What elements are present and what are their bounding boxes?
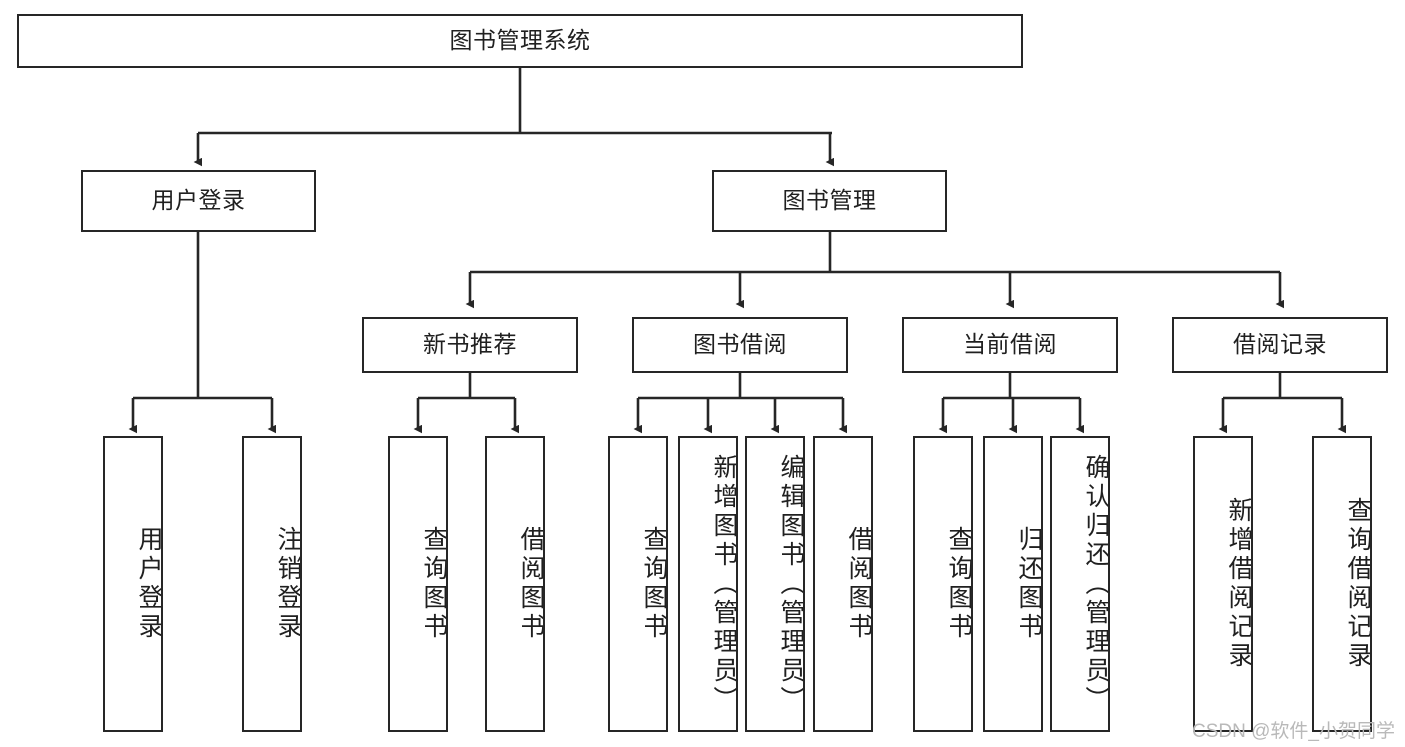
node-label: 当前借阅 (963, 331, 1057, 358)
node-label: 查询图书 (640, 526, 668, 642)
node-label: 新增借阅记录 (1225, 497, 1253, 671)
node-label: 编辑图书（管理员） (777, 453, 805, 715)
leaf-user-login-signin[interactable]: 用户登录 (103, 436, 163, 732)
node-user-login[interactable]: 用户登录 (81, 170, 316, 232)
leaf-new-book-borrow-book[interactable]: 借阅图书 (485, 436, 545, 732)
node-label: 查询借阅记录 (1344, 497, 1372, 671)
node-label: 新书推荐 (423, 331, 517, 358)
leaf-current-query-book[interactable]: 查询图书 (913, 436, 973, 732)
node-label: 借阅图书 (845, 526, 873, 642)
leaf-record-query-record[interactable]: 查询借阅记录 (1312, 436, 1372, 732)
node-label: 查询图书 (420, 526, 448, 642)
node-label: 归还图书 (1015, 526, 1043, 642)
node-label: 确认归还（管理员） (1082, 453, 1110, 715)
node-label: 借阅记录 (1233, 331, 1327, 358)
leaf-borrow-borrow-book[interactable]: 借阅图书 (813, 436, 873, 732)
node-new-book-recommendation[interactable]: 新书推荐 (362, 317, 578, 373)
leaf-borrow-query-book[interactable]: 查询图书 (608, 436, 668, 732)
leaf-current-confirm-return-admin[interactable]: 确认归还（管理员） (1050, 436, 1110, 732)
leaf-new-book-query-book[interactable]: 查询图书 (388, 436, 448, 732)
node-label: 用户登录 (151, 187, 246, 214)
node-borrowing-records[interactable]: 借阅记录 (1172, 317, 1388, 373)
node-label: 查询图书 (945, 526, 973, 642)
node-label: 借阅图书 (517, 526, 545, 642)
leaf-borrow-add-book-admin[interactable]: 新增图书（管理员） (678, 436, 738, 732)
leaf-current-return-book[interactable]: 归还图书 (983, 436, 1043, 732)
node-label: 注销登录 (274, 526, 302, 642)
node-label: 图书借阅 (693, 331, 787, 358)
node-book-borrowing[interactable]: 图书借阅 (632, 317, 848, 373)
node-label: 新增图书（管理员） (710, 453, 738, 715)
leaf-user-login-signout[interactable]: 注销登录 (242, 436, 302, 732)
node-label: 用户登录 (135, 526, 163, 642)
leaf-borrow-edit-book-admin[interactable]: 编辑图书（管理员） (745, 436, 805, 732)
leaf-record-add-record[interactable]: 新增借阅记录 (1193, 436, 1253, 732)
node-label: 图书管理系统 (449, 27, 591, 54)
node-root-book-management-system[interactable]: 图书管理系统 (17, 14, 1023, 68)
node-current-borrowing[interactable]: 当前借阅 (902, 317, 1118, 373)
node-book-management[interactable]: 图书管理 (712, 170, 947, 232)
node-label: 图书管理 (782, 187, 877, 214)
